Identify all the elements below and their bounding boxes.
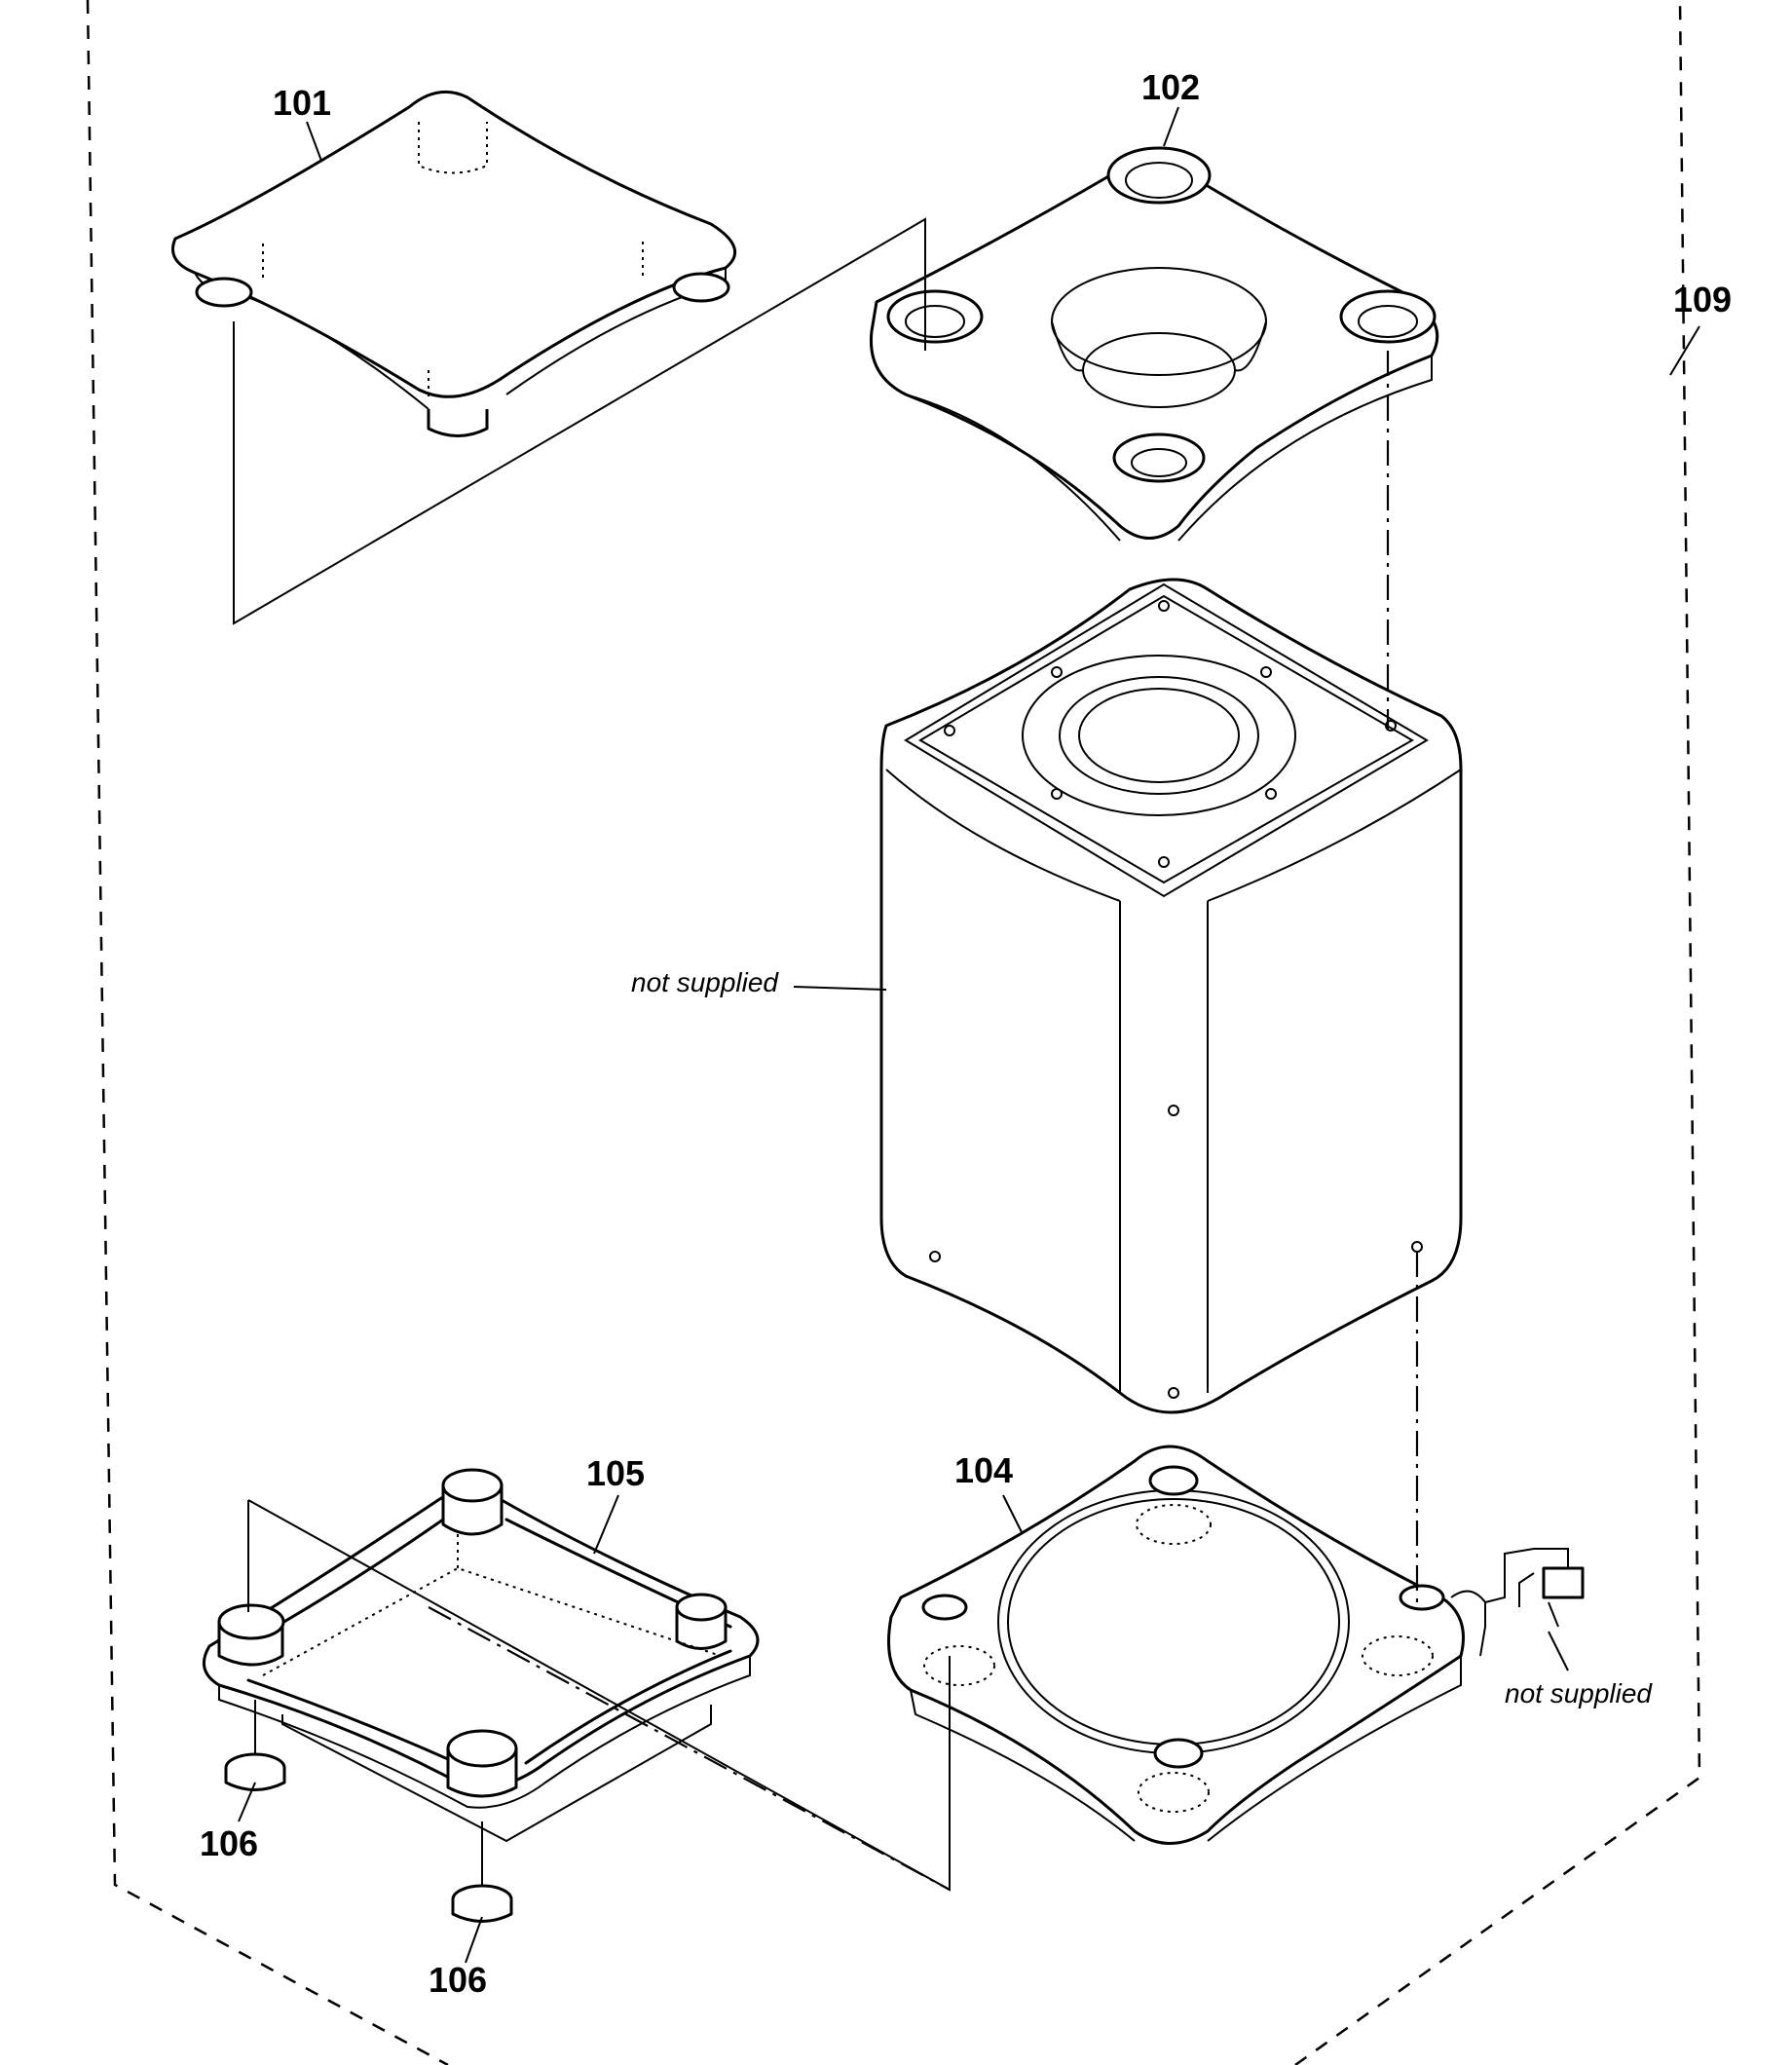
connector-terminal bbox=[1450, 1548, 1585, 1657]
speaker-cabinet bbox=[879, 578, 1463, 1414]
part-104-bottom-frame bbox=[887, 1445, 1465, 1845]
note-cabinet-not-supplied: not supplied bbox=[631, 967, 779, 997]
part-102-top-frame bbox=[869, 146, 1439, 542]
assembly-boundary bbox=[86, 0, 1701, 2065]
label-105: 105 bbox=[586, 1453, 645, 1493]
label-104: 104 bbox=[954, 1450, 1013, 1490]
part-101-top-cap bbox=[171, 90, 736, 437]
label-106-bottom: 106 bbox=[429, 1960, 487, 2000]
label-101: 101 bbox=[273, 83, 331, 123]
note-connector-not-supplied: not supplied bbox=[1505, 1678, 1653, 1708]
label-106-left: 106 bbox=[200, 1823, 258, 1863]
leader-lines bbox=[238, 106, 1700, 1964]
part-105-base-plate bbox=[202, 1468, 760, 1923]
assembly-guide-lines bbox=[233, 217, 1419, 1892]
label-102: 102 bbox=[1141, 67, 1200, 107]
label-109: 109 bbox=[1673, 280, 1732, 319]
